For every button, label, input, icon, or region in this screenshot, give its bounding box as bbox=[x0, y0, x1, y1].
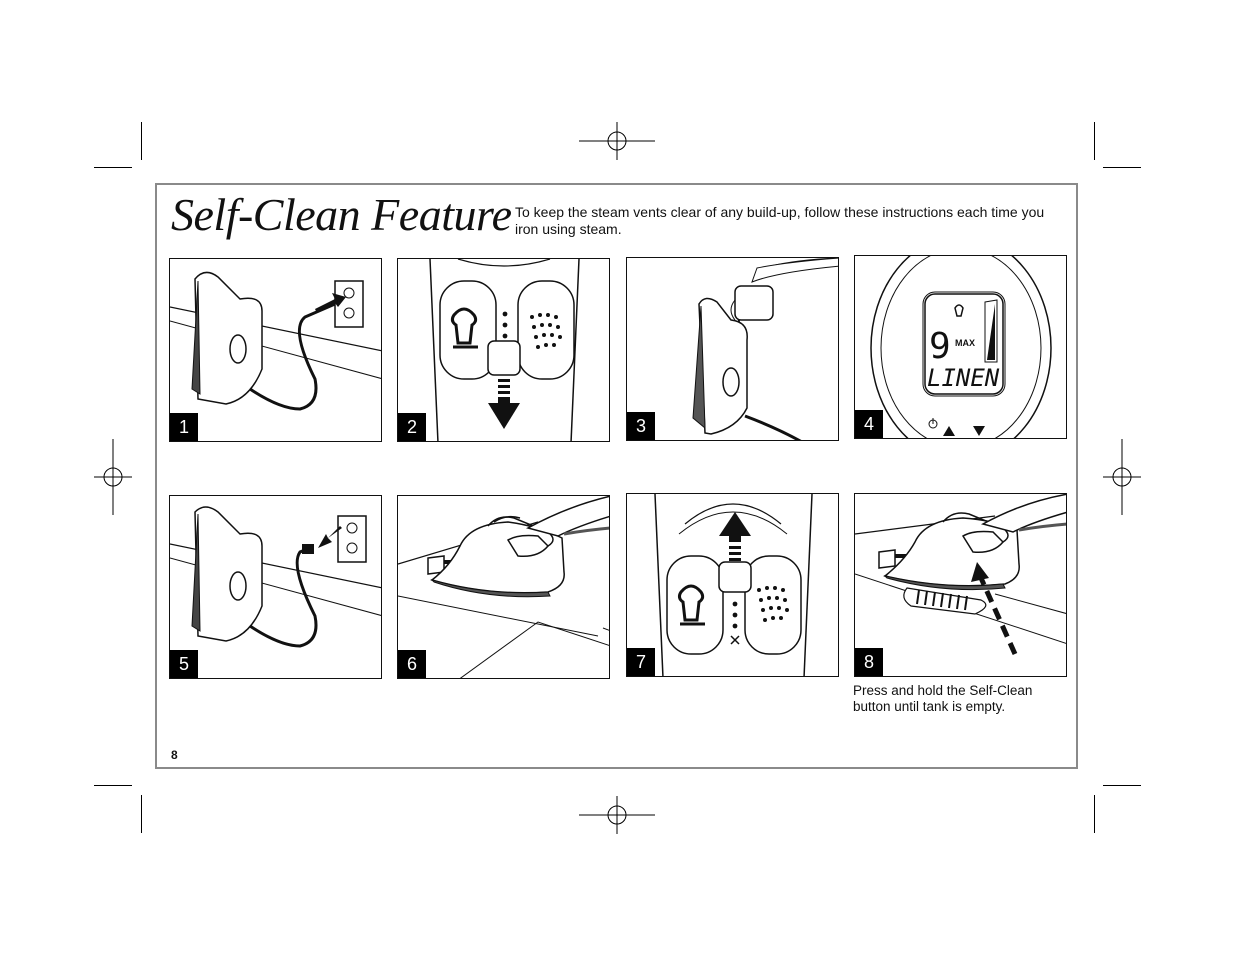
step-panel-3: 3 bbox=[626, 257, 839, 441]
step-number-badge: 1 bbox=[170, 413, 198, 441]
crop-mark bbox=[94, 167, 132, 168]
page-frame bbox=[155, 183, 1078, 769]
step-panel-6: 6 bbox=[397, 495, 610, 679]
registration-mark-icon bbox=[1103, 439, 1141, 515]
step-panel-4: 9 MAX LINEN 4 bbox=[854, 255, 1067, 439]
holding-iron-over-sink-illustration bbox=[398, 496, 609, 678]
page-title: Self-Clean Feature bbox=[171, 189, 512, 240]
step-panel-7: 7 bbox=[626, 493, 839, 677]
display-max: MAX bbox=[955, 338, 975, 348]
lcd-display-linen-illustration: 9 MAX LINEN bbox=[870, 256, 1052, 438]
step-8-caption: Press and hold the Self-Clean button unt… bbox=[853, 683, 1033, 714]
steam-dial-up-illustration bbox=[654, 494, 813, 676]
pressing-self-clean-button-illustration bbox=[855, 494, 1066, 656]
crop-mark bbox=[1103, 785, 1141, 786]
registration-mark-icon bbox=[579, 796, 655, 834]
step-number-badge: 6 bbox=[398, 650, 426, 678]
display-text: LINEN bbox=[927, 364, 1000, 392]
step-number-badge: 3 bbox=[627, 412, 655, 440]
step-number-badge: 8 bbox=[855, 648, 883, 676]
step-number-badge: 4 bbox=[855, 410, 883, 438]
step-panel-1: 1 bbox=[169, 258, 382, 442]
step-panel-8: 8 bbox=[854, 493, 1067, 677]
crop-mark bbox=[94, 785, 132, 786]
steam-dial-down-illustration bbox=[429, 259, 580, 441]
step-number-badge: 7 bbox=[627, 648, 655, 676]
step-panel-5: 5 bbox=[169, 495, 382, 679]
page-number: 8 bbox=[171, 748, 178, 762]
intro-text: To keep the steam vents clear of any bui… bbox=[515, 204, 1045, 237]
step-number-badge: 2 bbox=[398, 413, 426, 441]
filling-water-tank-illustration bbox=[692, 258, 838, 440]
registration-mark-icon bbox=[579, 122, 655, 160]
crop-mark bbox=[1103, 167, 1141, 168]
step-number-badge: 5 bbox=[170, 650, 198, 678]
crop-mark bbox=[1094, 795, 1095, 833]
iron-plugging-in-illustration bbox=[170, 271, 381, 411]
crop-mark bbox=[141, 122, 142, 160]
crop-mark bbox=[1094, 122, 1095, 160]
iron-unplugging-illustration bbox=[170, 506, 381, 648]
step-panel-2: 2 bbox=[397, 258, 610, 442]
crop-mark bbox=[141, 795, 142, 833]
display-value: 9 bbox=[929, 326, 951, 367]
registration-mark-icon bbox=[94, 439, 132, 515]
